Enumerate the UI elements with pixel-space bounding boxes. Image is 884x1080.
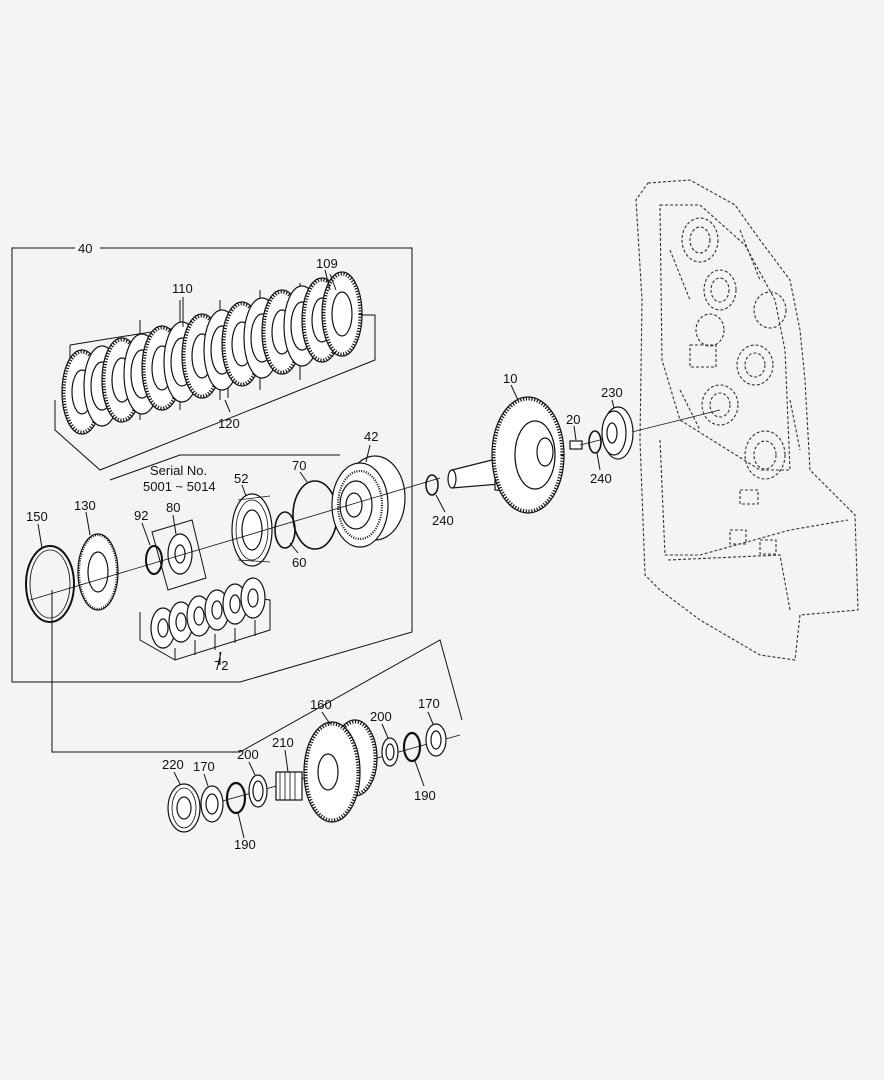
label-150: 150 [26, 509, 48, 524]
label-240-right: 240 [590, 471, 612, 486]
label-240-left: 240 [432, 513, 454, 528]
clutch-disc-stack [54, 271, 376, 471]
clutch-piston-group [25, 454, 463, 753]
label-109: 109 [316, 256, 338, 271]
part-labels: 40 109 110 120 Serial No. 5001 ~ 5014 52… [26, 241, 623, 852]
serial-note-line2: 5001 ~ 5014 [143, 479, 216, 494]
lower-gear-group [167, 719, 461, 833]
leader-lines [37, 269, 615, 839]
label-190-left: 190 [234, 837, 256, 852]
label-200-right: 200 [370, 709, 392, 724]
label-10: 10 [503, 371, 517, 386]
label-60: 60 [292, 555, 306, 570]
label-80: 80 [166, 500, 180, 515]
label-92: 92 [134, 508, 148, 523]
input-shaft-group [425, 396, 721, 514]
label-72: 72 [214, 658, 228, 673]
serial-note-line1: Serial No. [150, 463, 207, 478]
label-120: 120 [218, 416, 240, 431]
label-230: 230 [601, 385, 623, 400]
label-40: 40 [78, 241, 92, 256]
label-200-left: 200 [237, 747, 259, 762]
label-160: 160 [310, 697, 332, 712]
label-42: 42 [364, 429, 378, 444]
label-210: 210 [272, 735, 294, 750]
label-220: 220 [162, 757, 184, 772]
label-190-right: 190 [414, 788, 436, 803]
assembly-40-bracket [11, 247, 413, 683]
label-170-left: 170 [193, 759, 215, 774]
label-20: 20 [566, 412, 580, 427]
transmission-housing [635, 179, 859, 661]
label-110: 110 [172, 281, 193, 296]
label-70: 70 [292, 458, 306, 473]
label-52: 52 [234, 471, 248, 486]
label-170-right: 170 [418, 696, 440, 711]
label-130: 130 [74, 498, 96, 513]
